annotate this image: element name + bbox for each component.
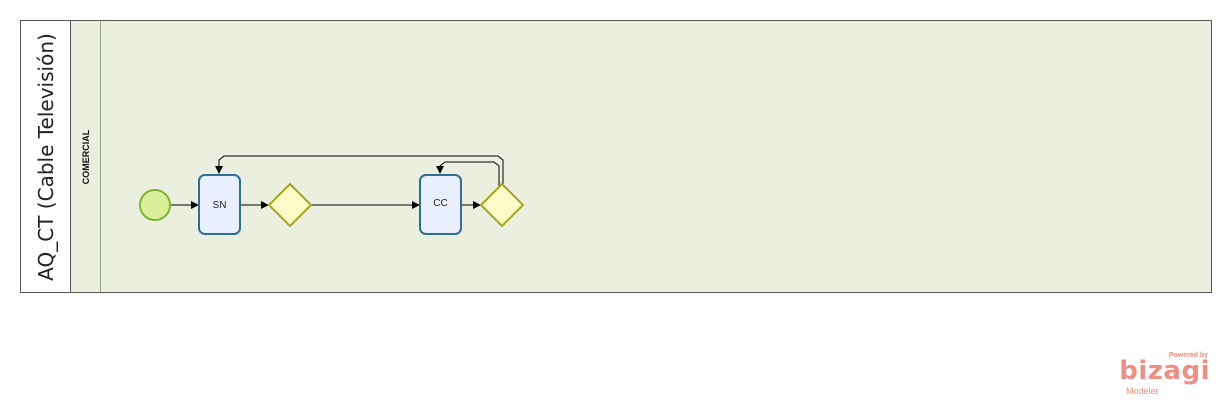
exclusive-gateway-1[interactable]	[267, 182, 313, 228]
pool-header: AQ_CT (Cable Televisión)	[21, 21, 71, 292]
brand-name: bizagi	[1119, 356, 1210, 386]
flow-gateway2-to-sn[interactable]	[215, 155, 504, 184]
flow-gateway2-to-cc[interactable]	[436, 161, 500, 188]
brand-sub: Modeler	[1126, 386, 1159, 396]
task-cc-label: CC	[433, 198, 447, 209]
task-sn-label: SN	[213, 200, 227, 211]
bizagi-logo: Powered by bizagi Modeler	[1119, 352, 1212, 398]
task-sn[interactable]: SN	[198, 174, 241, 235]
lane-header: COMERCIAL	[71, 21, 101, 292]
task-cc[interactable]: CC	[419, 174, 462, 235]
pool: AQ_CT (Cable Televisión) COMERCIAL	[20, 20, 1212, 293]
exclusive-gateway-2[interactable]	[479, 182, 525, 228]
brand-powered-text: Powered by	[1168, 352, 1208, 359]
start-event[interactable]	[139, 189, 171, 221]
lane-comercial: COMERCIAL	[71, 21, 1211, 292]
